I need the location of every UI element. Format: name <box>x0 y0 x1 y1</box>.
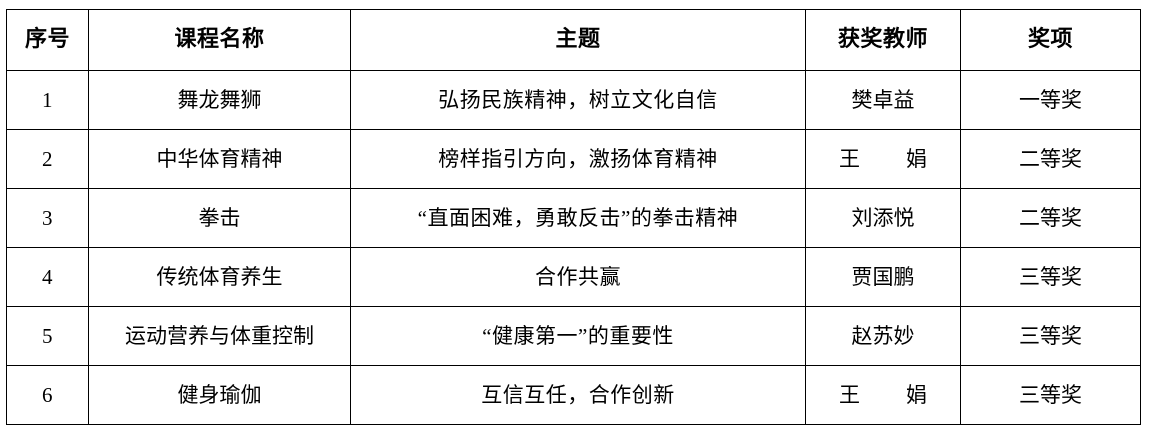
cell-theme: 互信互任，合作创新 <box>350 365 806 425</box>
cell-index: 5 <box>6 306 89 366</box>
cell-award: 三等奖 <box>960 306 1141 366</box>
table-row: 1 舞龙舞狮 弘扬民族精神，树立文化自信 樊卓益 一等奖 <box>6 70 1141 130</box>
column-header-teacher: 获奖教师 <box>805 9 961 71</box>
cell-teacher: 贾国鹏 <box>805 247 961 307</box>
cell-teacher: 王娟 <box>805 365 961 425</box>
cell-award: 二等奖 <box>960 129 1141 189</box>
teacher-name: 王娟 <box>839 146 927 171</box>
cell-award: 三等奖 <box>960 365 1141 425</box>
table-header: 序号 课程名称 主题 获奖教师 奖项 <box>6 9 1141 71</box>
award-results-table: 序号 课程名称 主题 获奖教师 奖项 1 舞龙舞狮 弘扬民族精神，树立文化自信 … <box>6 9 1141 425</box>
teacher-name: 王娟 <box>839 382 927 407</box>
cell-course: 舞龙舞狮 <box>88 70 351 130</box>
table-header-row: 序号 课程名称 主题 获奖教师 奖项 <box>6 9 1141 71</box>
column-header-award: 奖项 <box>960 9 1141 71</box>
cell-index: 4 <box>6 247 89 307</box>
cell-index: 1 <box>6 70 89 130</box>
cell-index: 2 <box>6 129 89 189</box>
cell-theme: 榜样指引方向，激扬体育精神 <box>350 129 806 189</box>
cell-award: 一等奖 <box>960 70 1141 130</box>
cell-teacher: 樊卓益 <box>805 70 961 130</box>
table-row: 5 运动营养与体重控制 “健康第一”的重要性 赵苏妙 三等奖 <box>6 306 1141 366</box>
cell-course: 健身瑜伽 <box>88 365 351 425</box>
column-header-index: 序号 <box>6 9 89 71</box>
cell-theme: 合作共赢 <box>350 247 806 307</box>
table-row: 4 传统体育养生 合作共赢 贾国鹏 三等奖 <box>6 247 1141 307</box>
cell-course: 传统体育养生 <box>88 247 351 307</box>
cell-theme: 弘扬民族精神，树立文化自信 <box>350 70 806 130</box>
teacher-name: 樊卓益 <box>851 87 915 112</box>
cell-teacher: 刘添悦 <box>805 188 961 248</box>
cell-award: 二等奖 <box>960 188 1141 248</box>
cell-course: 拳击 <box>88 188 351 248</box>
cell-course: 运动营养与体重控制 <box>88 306 351 366</box>
cell-theme: “健康第一”的重要性 <box>350 306 806 366</box>
cell-teacher: 王娟 <box>805 129 961 189</box>
cell-award: 三等奖 <box>960 247 1141 307</box>
cell-teacher: 赵苏妙 <box>805 306 961 366</box>
column-header-course: 课程名称 <box>88 9 351 71</box>
table-row: 6 健身瑜伽 互信互任，合作创新 王娟 三等奖 <box>6 365 1141 425</box>
teacher-name: 贾国鹏 <box>851 264 915 289</box>
teacher-name: 刘添悦 <box>851 205 915 230</box>
cell-index: 6 <box>6 365 89 425</box>
table-row: 3 拳击 “直面困难，勇敢反击”的拳击精神 刘添悦 二等奖 <box>6 188 1141 248</box>
table-row: 2 中华体育精神 榜样指引方向，激扬体育精神 王娟 二等奖 <box>6 129 1141 189</box>
cell-index: 3 <box>6 188 89 248</box>
cell-theme: “直面困难，勇敢反击”的拳击精神 <box>350 188 806 248</box>
cell-course: 中华体育精神 <box>88 129 351 189</box>
teacher-name: 赵苏妙 <box>851 323 915 348</box>
table-body: 1 舞龙舞狮 弘扬民族精神，树立文化自信 樊卓益 一等奖 2 中华体育精神 榜样… <box>6 70 1141 425</box>
column-header-theme: 主题 <box>350 9 806 71</box>
